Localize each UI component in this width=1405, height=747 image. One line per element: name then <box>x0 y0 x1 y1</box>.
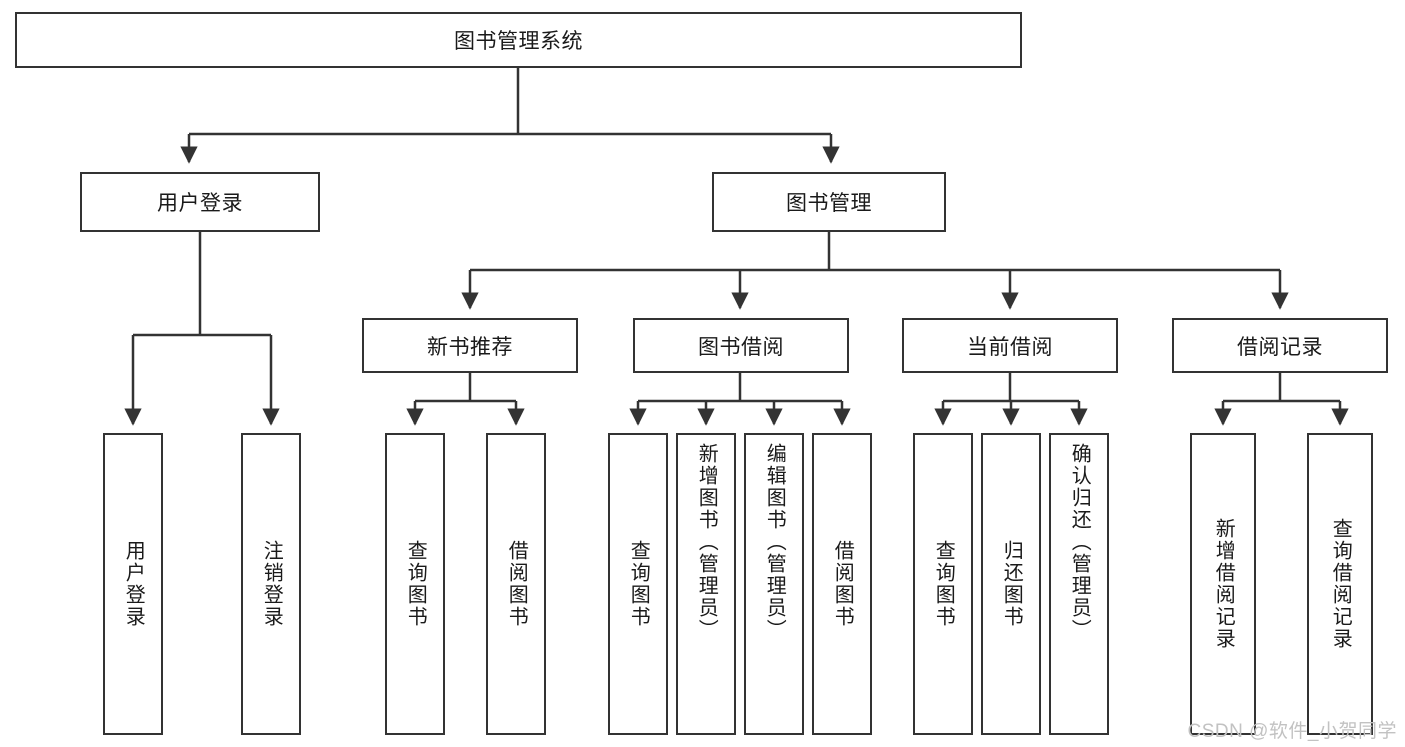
node-root-label: 图书管理系统 <box>454 30 583 53</box>
leaf-return-book[interactable]: 归还图书 <box>981 433 1041 735</box>
node-user-login[interactable]: 用户登录 <box>80 172 320 232</box>
node-book-manage[interactable]: 图书管理 <box>712 172 946 232</box>
node-book-borrow-label: 图书借阅 <box>698 335 784 359</box>
leaf-borrow-book-2[interactable]: 借阅图书 <box>812 433 872 735</box>
leaf-query-book-1[interactable]: 查询图书 <box>385 433 445 735</box>
leaf-logout[interactable]: 注销登录 <box>241 433 301 735</box>
leaf-logout-label: 注销登录 <box>260 540 283 628</box>
node-book-borrow[interactable]: 图书借阅 <box>633 318 849 373</box>
leaf-query-record[interactable]: 查询借阅记录 <box>1307 433 1373 735</box>
leaf-add-book-label: 新增图书（管理员） <box>695 443 718 641</box>
leaf-add-book[interactable]: 新增图书（管理员） <box>676 433 736 735</box>
leaf-edit-book[interactable]: 编辑图书（管理员） <box>744 433 804 735</box>
leaf-query-book-3[interactable]: 查询图书 <box>913 433 973 735</box>
node-current-borrow[interactable]: 当前借阅 <box>902 318 1118 373</box>
leaf-confirm-return[interactable]: 确认归还（管理员） <box>1049 433 1109 735</box>
node-borrow-record-label: 借阅记录 <box>1237 335 1323 359</box>
node-borrow-record[interactable]: 借阅记录 <box>1172 318 1388 373</box>
node-new-book-recommend-label: 新书推荐 <box>427 335 513 359</box>
leaf-add-record[interactable]: 新增借阅记录 <box>1190 433 1256 735</box>
node-current-borrow-label: 当前借阅 <box>967 335 1053 359</box>
csdn-watermark: CSDN @软件_小贺同学 <box>1187 721 1397 742</box>
leaf-query-book-3-label: 查询图书 <box>932 540 955 628</box>
leaf-user-login[interactable]: 用户登录 <box>103 433 163 735</box>
node-new-book-recommend[interactable]: 新书推荐 <box>362 318 578 373</box>
leaf-query-book-1-label: 查询图书 <box>404 540 427 628</box>
leaf-confirm-return-label: 确认归还（管理员） <box>1068 443 1091 641</box>
leaf-edit-book-label: 编辑图书（管理员） <box>763 443 786 641</box>
node-user-login-label: 用户登录 <box>157 192 243 215</box>
node-root[interactable]: 图书管理系统 <box>15 12 1022 68</box>
leaf-query-book-2[interactable]: 查询图书 <box>608 433 668 735</box>
leaf-return-book-label: 归还图书 <box>1000 540 1023 628</box>
leaf-add-record-label: 新增借阅记录 <box>1212 518 1235 650</box>
leaf-user-login-label: 用户登录 <box>122 540 145 628</box>
leaf-query-record-label: 查询借阅记录 <box>1329 518 1352 650</box>
leaf-borrow-book-2-label: 借阅图书 <box>831 540 854 628</box>
node-book-manage-label: 图书管理 <box>786 192 872 215</box>
leaf-query-book-2-label: 查询图书 <box>627 540 650 628</box>
leaf-borrow-book-1-label: 借阅图书 <box>505 540 528 628</box>
leaf-borrow-book-1[interactable]: 借阅图书 <box>486 433 546 735</box>
